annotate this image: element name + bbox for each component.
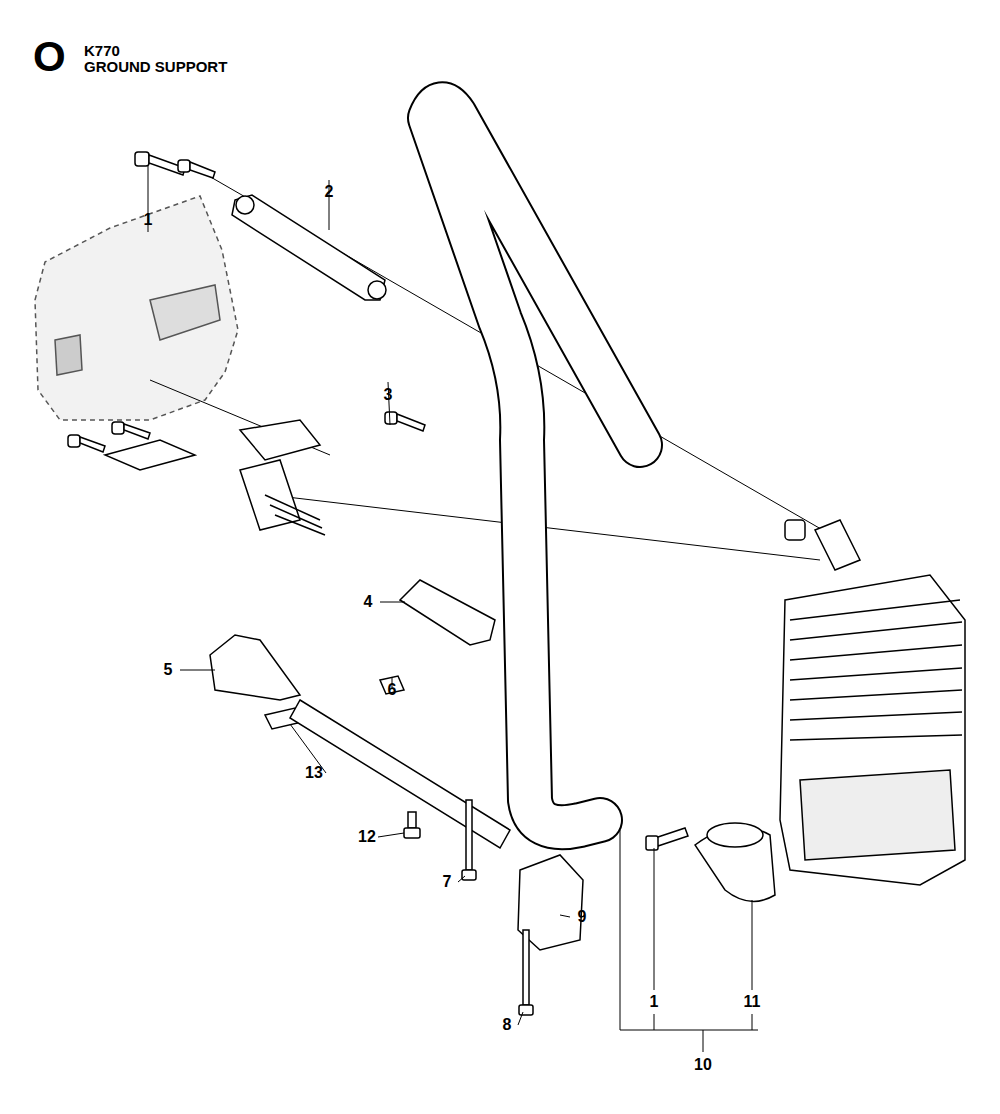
bolt-symbol	[112, 422, 124, 434]
leader-line	[148, 166, 758, 1052]
bolt-symbol	[68, 435, 80, 447]
bolt-symbol	[397, 414, 425, 431]
screw-symbol	[408, 812, 416, 828]
callout-number: 10	[694, 1057, 712, 1073]
leader-line	[380, 602, 405, 603]
leader-line	[180, 670, 215, 671]
leader-line	[518, 1012, 523, 1025]
diagram-title: GROUND SUPPORT	[84, 59, 227, 74]
leader-line	[560, 915, 570, 917]
callout-number: 12	[358, 829, 376, 845]
header-label: O	[33, 36, 66, 78]
handle-tube	[430, 104, 640, 827]
arm-bar	[232, 195, 385, 300]
leader-line	[752, 900, 753, 990]
callout-number: 1	[650, 994, 659, 1010]
callout-number: 9	[578, 909, 587, 925]
bolt-symbol	[190, 162, 215, 178]
cylinder-engine	[780, 575, 965, 885]
damper-spring	[240, 460, 860, 570]
saw-body	[35, 196, 238, 420]
saw-body	[55, 335, 82, 375]
bracket-plate	[240, 420, 320, 460]
screw-symbol	[466, 800, 472, 870]
handle-tube	[430, 104, 640, 827]
leader-line	[620, 830, 758, 1030]
bolt-symbol	[178, 160, 190, 172]
damper-spring	[265, 495, 325, 535]
screw-symbol	[646, 836, 658, 850]
screw-symbol	[655, 828, 688, 846]
callout-number: 8	[503, 1017, 512, 1033]
arm-bar	[232, 195, 386, 300]
bolt-symbol	[385, 412, 397, 424]
leader-line	[378, 833, 404, 837]
leader-line	[458, 876, 465, 882]
callout-number: 13	[305, 765, 323, 781]
callout-number: 5	[164, 662, 173, 678]
screw-symbol	[519, 1005, 533, 1015]
arm-bar	[368, 281, 386, 299]
handle-tube	[430, 104, 640, 827]
cylinder-engine	[800, 770, 955, 860]
bolt-symbol	[135, 152, 149, 166]
screw-symbol	[523, 930, 529, 1005]
callout-number: 11	[744, 994, 761, 1010]
bolt-symbol	[124, 424, 150, 439]
screw-symbol	[404, 828, 420, 838]
callout-number: 3	[384, 387, 393, 403]
arm-bar	[236, 196, 254, 214]
callout-number: 7	[443, 874, 452, 890]
leader-line	[654, 1014, 655, 1030]
callout-number: 6	[388, 682, 397, 698]
callout-number: 2	[325, 184, 334, 200]
part-shape	[400, 580, 495, 645]
saw-body	[35, 196, 238, 420]
damper-spring	[240, 460, 300, 530]
screw-symbol	[404, 800, 688, 1015]
leader-line	[752, 1014, 753, 1030]
part-shape	[210, 635, 300, 700]
bracket-plate	[105, 440, 195, 470]
leader-line	[703, 1030, 704, 1052]
cylinder-engine	[790, 600, 962, 740]
part-shape	[290, 700, 510, 848]
bolt-symbol	[68, 152, 425, 452]
bolt-symbol	[80, 437, 105, 452]
screw-symbol	[462, 870, 476, 880]
damper-spring	[785, 520, 805, 540]
damper-spring	[815, 520, 860, 570]
part-shape	[707, 823, 763, 847]
leader-line	[654, 848, 655, 990]
header-label: K770	[84, 43, 120, 58]
callout-number: 1	[144, 212, 153, 228]
part-shape	[210, 580, 775, 950]
cylinder-engine	[780, 575, 965, 885]
saw-body	[150, 285, 220, 340]
callout-number: 4	[364, 594, 373, 610]
bracket-plate	[105, 420, 320, 470]
